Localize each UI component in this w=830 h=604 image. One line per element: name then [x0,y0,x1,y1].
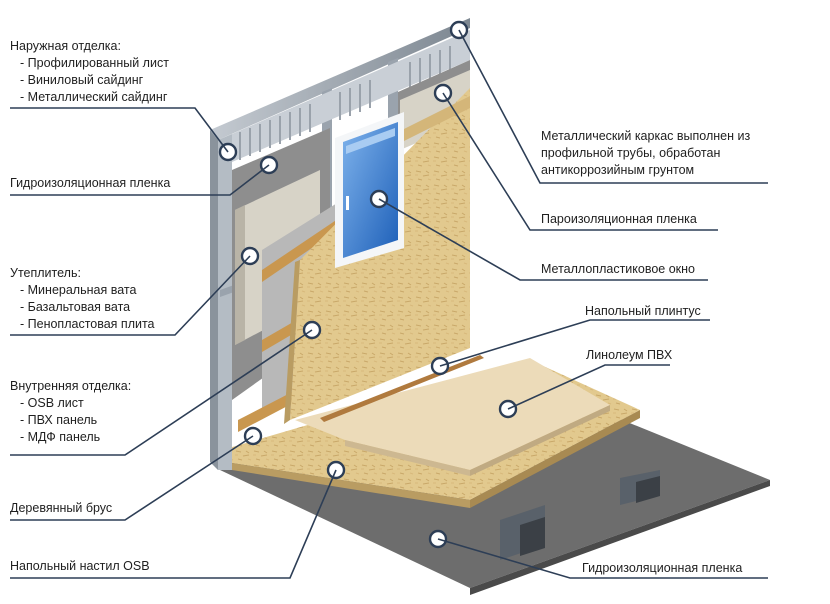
leader-lines [10,29,768,579]
label-inner-finish: Внутренняя отделка: OSB лист ПВХ панель … [10,378,131,446]
label-outer-finish: Наружная отделка: Профилированный лист В… [10,38,169,106]
label-metal-frame: Металлический каркас выполнен из профиль… [541,128,750,179]
label-skirting: Напольный плинтус [585,304,701,318]
inner-finish-item: ПВХ панель [10,412,131,429]
window [335,112,404,268]
floor-metal-joists [500,470,660,560]
metal-frame-line: антикоррозийным грунтом [541,163,695,177]
insulation-title: Утеплитель: [10,266,81,280]
label-waterproof-floor: Гидроизоляционная пленка [582,561,743,575]
inner-finish-title: Внутренняя отделка: [10,379,132,393]
insulation-item: Минеральная вата [10,282,155,299]
label-insulation: Утеплитель: Минеральная вата Базальтовая… [10,265,155,333]
outer-finish-item: Металлический сайдинг [10,89,169,106]
inner-finish-item: OSB лист [10,395,131,412]
label-vapor-barrier: Пароизоляционная пленка [541,212,697,226]
label-wood-beam: Деревянный брус [10,501,113,515]
label-waterproof-wall: Гидроизоляционная пленка [10,176,171,190]
outer-cladding [232,30,470,162]
floor-linoleum [295,358,610,476]
label-linoleum: Линолеум ПВХ [586,348,673,362]
outer-finish-title: Наружная отделка: [10,39,121,53]
label-window: Металлопластиковое окно [541,262,695,276]
insulation-item: Базальтовая вата [10,299,155,316]
label-osb-floor: Напольный настил OSB [10,559,150,573]
metal-frame-line: Металлический каркас выполнен из [541,129,751,143]
outer-finish-item: Виниловый сайдинг [10,72,169,89]
callout-markers [218,20,518,549]
inner-finish-item: МДФ панель [10,429,131,446]
insulation-item: Пенопластовая плита [10,316,155,333]
outer-finish-item: Профилированный лист [10,55,169,72]
metal-frame-line: профильной трубы, обработан [541,146,721,160]
